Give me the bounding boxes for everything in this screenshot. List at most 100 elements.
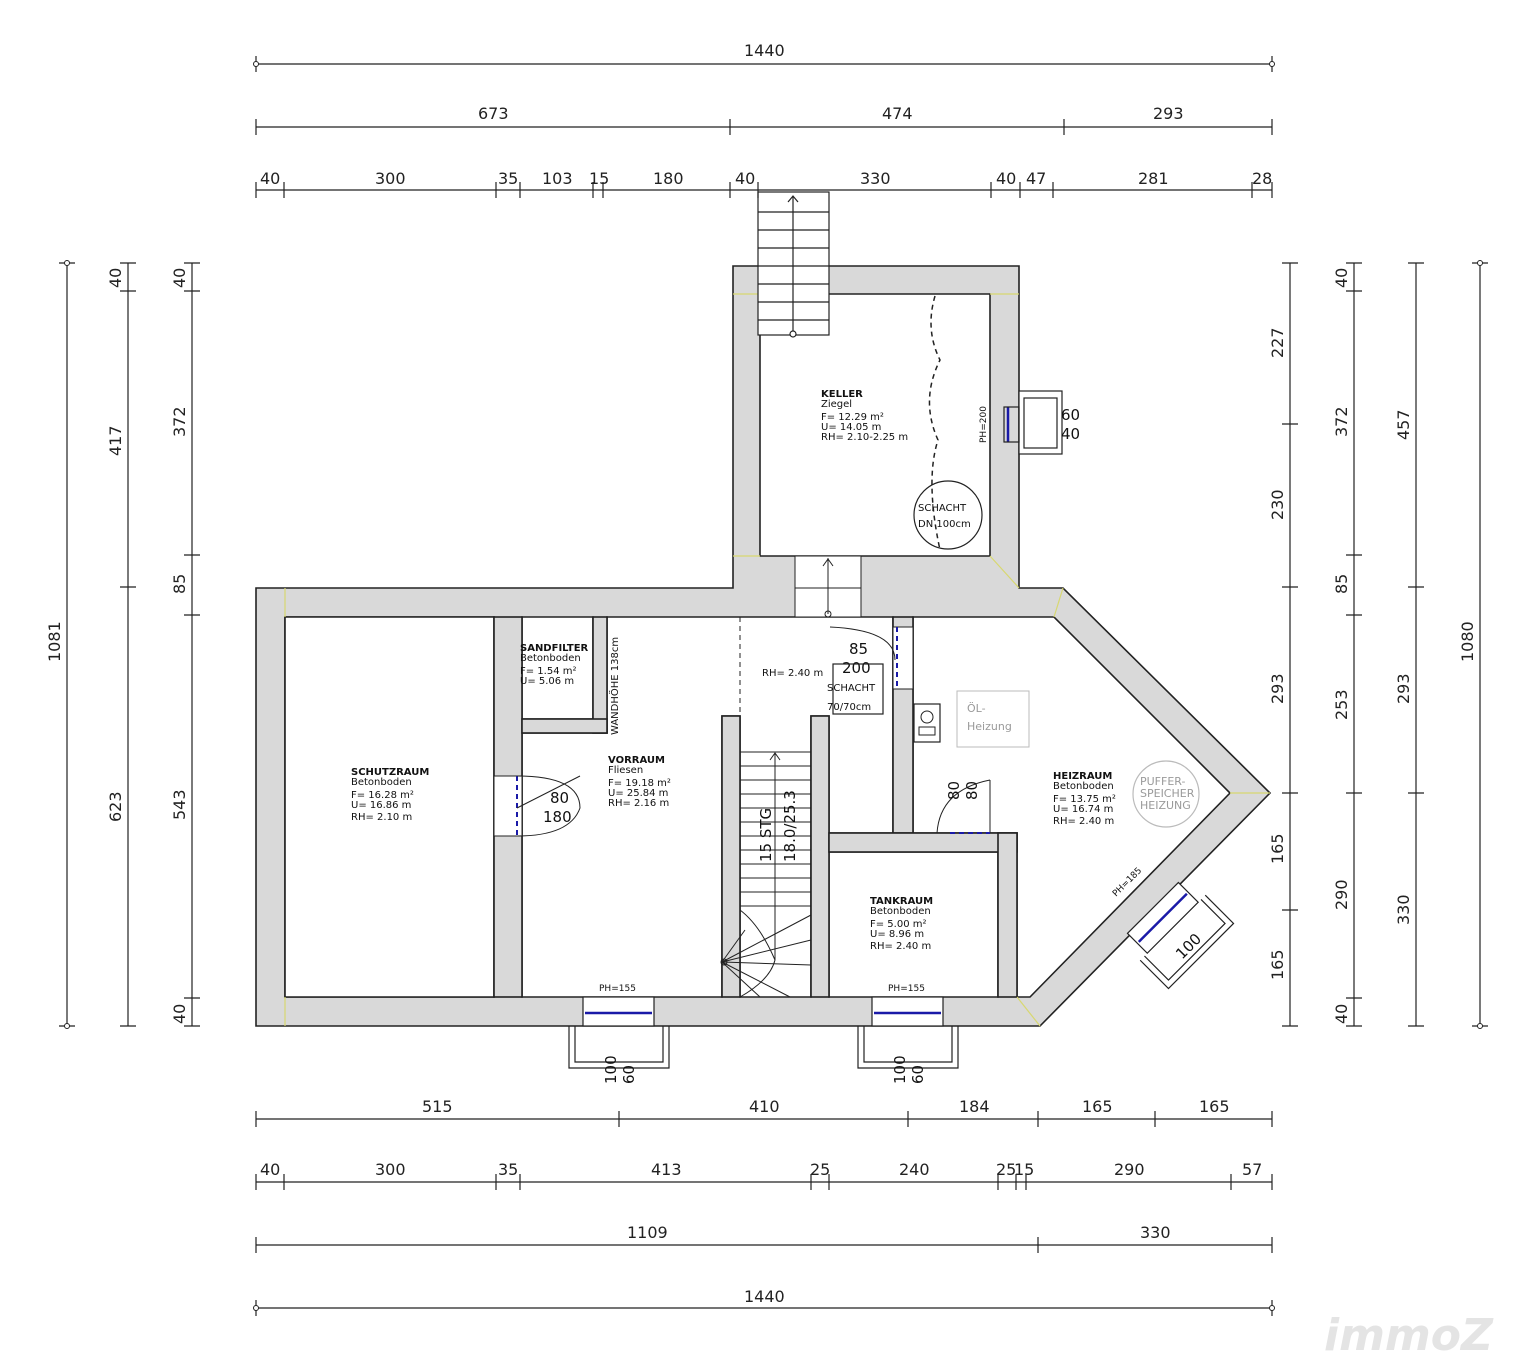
svg-text:F= 12.29 m²: F= 12.29 m² [821,412,884,423]
room-schutzraum-label: SCHUTZRAUM Betonboden F= 16.28 m² U= 16.… [351,767,429,823]
svg-text:U= 16.74 m: U= 16.74 m [1053,804,1113,815]
wandhoehe-label: WANDHÖHE 138cm [608,637,621,735]
oil-heating-label-2: Heizung [967,720,1012,733]
door-top-width: 85 [849,640,868,658]
dim-top-detail-8: 40 [996,169,1016,188]
dim-bottom-split-0: 1109 [627,1223,668,1242]
dim-top-detail-5: 180 [653,169,684,188]
svg-text:RH= 2.16 m: RH= 2.16 m [608,798,669,809]
dim-bottom-detail-5: 240 [899,1160,930,1179]
dim-bottom-detail-7: 15 [1014,1160,1034,1179]
dim-right-detail-0: 40 [1332,268,1351,288]
dim-right-mid-0: 457 [1394,409,1413,440]
svg-text:SCHUTZRAUM: SCHUTZRAUM [351,767,429,778]
dim-bottom-detail-6: 25 [996,1160,1016,1179]
dim-top-detail-0: 40 [260,169,280,188]
dim-top-mid-1: 474 [882,104,913,123]
dim-bottom-detail-4: 25 [810,1160,830,1179]
dim-left-mid-0: 40 [106,268,125,288]
svg-text:RH= 2.10 m: RH= 2.10 m [351,812,412,823]
stair-dims-label: 18.0/25.3 [781,790,799,862]
dim-right-mid-2: 330 [1394,894,1413,925]
dim-bottom-detail-9: 57 [1242,1160,1262,1179]
dimension-lines [66,63,1481,1309]
svg-text:F= 5.00 m²: F= 5.00 m² [870,919,927,930]
dim-right-detail-1: 372 [1332,406,1351,437]
window-diag-100: 100 [1172,930,1205,963]
svg-text:TANKRAUM: TANKRAUM [870,896,933,907]
door-top-height: 200 [842,659,871,677]
schacht-2-size: 70/70cm [827,702,871,713]
svg-text:F= 16.28 m²: F= 16.28 m² [351,790,414,801]
dim-top-detail-7: 330 [860,169,891,188]
wall-tank-right [997,832,1018,998]
svg-text:Betonboden: Betonboden [870,906,931,917]
dim-left-detail-3: 543 [170,789,189,820]
schacht-70-box [832,663,884,715]
dim-top-detail-10: 281 [1138,169,1169,188]
interior-stair [720,751,812,998]
door-schutz-height: 180 [543,808,572,826]
exterior-stair [757,191,830,338]
vorraum-rh-label: RH= 2.40 m [762,668,823,679]
keller-schacht-label-2: DN 100cm [918,519,971,530]
svg-text:U= 5.06 m: U= 5.06 m [520,676,574,687]
room-keller-label: KELLER Ziegel F= 12.29 m² U= 14.05 m RH=… [821,389,908,443]
dim-top-detail-6: 40 [735,169,755,188]
svg-text:U= 25.84 m: U= 25.84 m [608,788,668,799]
stair-steps-label: 15 STG [757,808,775,862]
dimension-dots [64,61,1483,1311]
svg-text:F= 13.75 m²: F= 13.75 m² [1053,794,1116,805]
dim-left-mid-1: 417 [106,425,125,456]
dim-left-detail-4: 40 [170,1004,189,1024]
door-schutz-width: 80 [550,789,569,807]
svg-text:RH= 2.40 m: RH= 2.40 m [1053,816,1114,827]
dim-top-detail-3: 103 [542,169,573,188]
room-sandfilter-label: SANDFILTER Betonboden F= 1.54 m² U= 5.06… [520,643,589,687]
window-right-100: 100 [891,1055,909,1084]
dim-top-detail-4: 15 [589,169,609,188]
svg-text:F= 1.54 m²: F= 1.54 m² [520,666,577,677]
wall-sand-bottom [521,718,608,734]
dim-right-detail-2: 85 [1332,574,1351,594]
window-left-60: 60 [620,1065,638,1084]
dim-bottom-total: 1440 [744,1287,785,1306]
svg-text:RH= 2.40 m: RH= 2.40 m [870,941,931,952]
dim-bottom-detail-2: 35 [498,1160,518,1179]
buffer-label-1: PUFFER- [1140,775,1185,788]
dim-top-detail-2: 35 [498,169,518,188]
dim-left-detail-2: 85 [170,574,189,594]
dim-top-detail-1: 300 [375,169,406,188]
watermark-logo: immoZ [1324,1310,1494,1361]
dim-right-detail-5: 40 [1332,1004,1351,1024]
dim-bottom-win-4: 165 [1199,1097,1230,1116]
room-heizraum-label: HEIZRAUM Betonboden F= 13.75 m² U= 16.74… [1053,771,1116,827]
oil-heating-box [956,690,1030,748]
dim-bottom-win-0: 515 [422,1097,453,1116]
dim-top-mid-0: 673 [478,104,509,123]
dim-top-detail-9: 47 [1026,169,1046,188]
dim-bottom-detail-8: 290 [1114,1160,1145,1179]
doors [493,626,991,837]
dim-left-total: 1081 [45,621,64,662]
dim-right-win-4: 165 [1268,949,1287,980]
dim-top-total: 1440 [744,41,785,60]
room-vorraum-label: VORRAUM Fliesen F= 19.18 m² U= 25.84 m R… [608,755,671,809]
buffer-label-3: HEIZUNG [1140,799,1191,812]
dim-bottom-win-3: 165 [1082,1097,1113,1116]
dim-right-detail-4: 290 [1332,879,1351,910]
dim-bottom-split-1: 330 [1140,1223,1171,1242]
ph155-right: PH=155 [888,984,925,994]
keller-window [1003,390,1063,455]
dim-bottom-win-2: 184 [959,1097,990,1116]
svg-text:KELLER: KELLER [821,389,863,400]
keller-schacht-circle [913,480,983,550]
svg-text:Betonboden: Betonboden [520,653,581,664]
window-right-60: 60 [909,1065,927,1084]
keller-ph-label: PH=200 [979,406,989,443]
svg-text:Fliesen: Fliesen [608,765,643,776]
svg-text:Ziegel: Ziegel [821,399,852,410]
keller-window-a: 60 [1061,406,1080,424]
buffer-label-2: SPEICHER [1140,787,1195,800]
dim-left-mid-2: 623 [106,791,125,822]
